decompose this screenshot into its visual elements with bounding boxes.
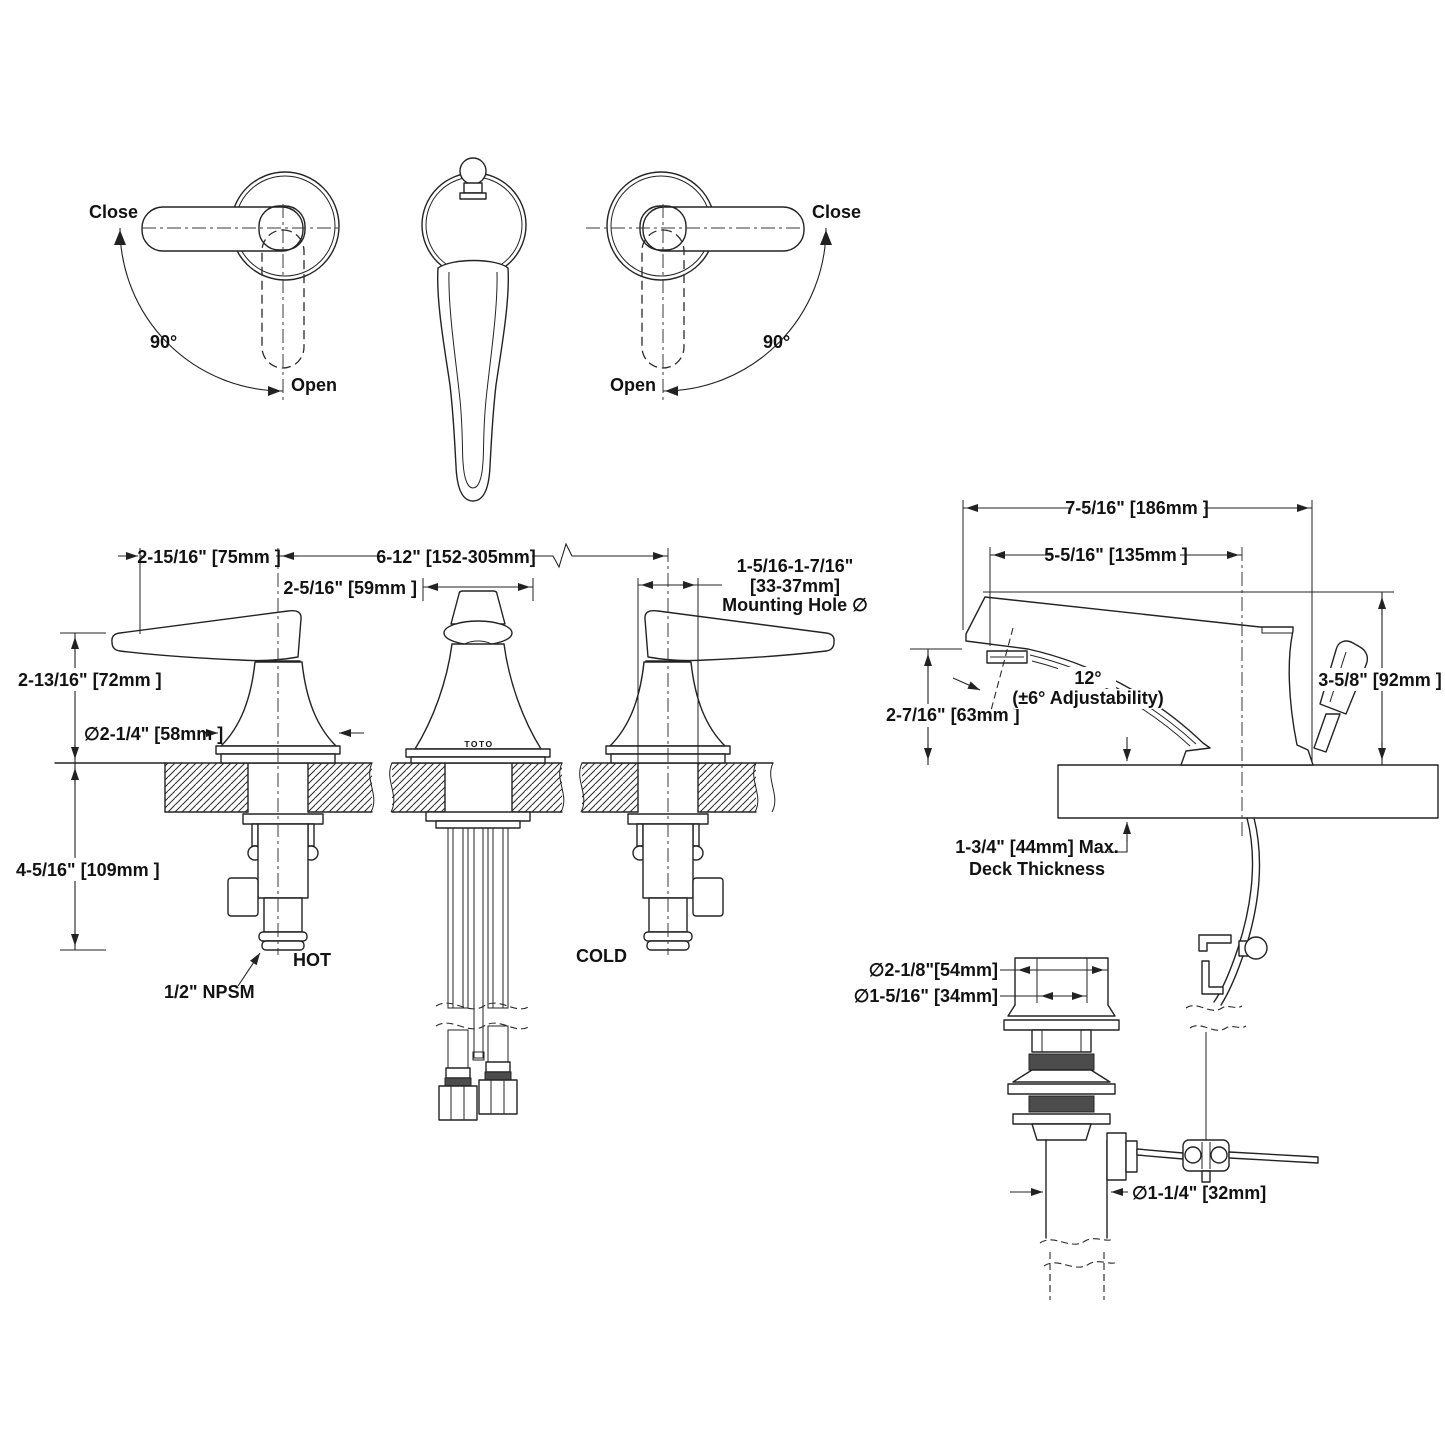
dim-flange-label: ∅2-1/8"[54mm] bbox=[869, 960, 998, 980]
right-handle-front bbox=[605, 609, 835, 764]
angle-label-right: 90° bbox=[763, 332, 790, 352]
cold-label: COLD bbox=[576, 946, 627, 966]
dim-overall-length-label: 7-5/16" [186mm ] bbox=[1065, 498, 1209, 518]
mounting-hole-label-3: Mounting Hole ∅ bbox=[722, 595, 868, 615]
mounting-hole-label-2: [33-37mm] bbox=[750, 576, 840, 596]
dim-base-diameter-label: ∅2-1/4" [58mm ] bbox=[84, 724, 223, 744]
handle-rotation-diagram-left: Close 90° Open bbox=[89, 171, 342, 400]
deck-thickness-label-1: 1-3/4" [44mm] Max. bbox=[955, 837, 1119, 857]
drain-assembly: ∅2-1/8"[54mm] ∅1-5/16" [34mm] ∅1-1/4" [3… bbox=[854, 957, 1319, 1300]
side-dimensions: 7-5/16" [186mm ] 5-5/16" [135mm ] 3-5/8"… bbox=[882, 497, 1442, 879]
cold-valve-assembly bbox=[627, 813, 724, 951]
deck-thickness-label-2: Deck Thickness bbox=[969, 859, 1105, 879]
hot-label: HOT bbox=[293, 950, 331, 970]
handle-rotation-diagram-right: Close 90° Open bbox=[586, 171, 861, 400]
dim-handle-offset-label: 2-15/16" [75mm ] bbox=[137, 547, 281, 567]
faucet-side-profile bbox=[965, 596, 1369, 766]
close-label-right: Close bbox=[812, 202, 861, 222]
dim-inner-label: ∅1-5/16" [34mm] bbox=[854, 986, 998, 1006]
close-label-left: Close bbox=[89, 202, 138, 222]
dim-below-deck-label: 4-5/16" [109mm ] bbox=[16, 860, 160, 880]
handle-top-view bbox=[421, 157, 527, 502]
spout-adjustability-label: (±6° Adjustability) bbox=[1012, 688, 1163, 708]
spout-supply-tubes bbox=[425, 811, 531, 1121]
countertop-cross-section bbox=[54, 762, 776, 813]
spout-front: TOTO bbox=[405, 590, 551, 764]
supply-thread-label: 1/2" NPSM bbox=[164, 982, 255, 1002]
dim-handle-height-label: 2-13/16" [72mm ] bbox=[18, 670, 162, 690]
dim-overall-height-label: 3-5/8" [92mm ] bbox=[1318, 670, 1442, 690]
side-deck bbox=[1057, 764, 1439, 819]
hot-valve-assembly bbox=[227, 813, 324, 951]
dim-spout-reach-label: 5-5/16" [135mm ] bbox=[1044, 545, 1188, 565]
angle-label-left: 90° bbox=[150, 332, 177, 352]
dim-spout-height-label: 2-7/16" [63mm ] bbox=[886, 705, 1020, 725]
brand-mark: TOTO bbox=[464, 739, 493, 749]
drain-dimensions: ∅2-1/8"[54mm] ∅1-5/16" [34mm] ∅1-1/4" [3… bbox=[854, 960, 1267, 1203]
dim-spout-width-label: 2-5/16" [59mm ] bbox=[283, 578, 417, 598]
front-dimensions: 2-15/16" [75mm ] 6-12" [152-305mm] 2-5/1… bbox=[12, 542, 868, 1002]
mounting-hole-label-1: 1-5/16-1-7/16" bbox=[737, 556, 854, 576]
spout-angle-label: 12° bbox=[1074, 668, 1101, 688]
side-view: 7-5/16" [186mm ] 5-5/16" [135mm ] 3-5/8"… bbox=[882, 497, 1442, 1140]
open-label-left: Open bbox=[291, 375, 337, 395]
pop-up-linkage bbox=[1185, 817, 1268, 1140]
front-installation-view: TOTO bbox=[12, 542, 868, 1121]
open-label-right: Open bbox=[610, 375, 656, 395]
dim-handle-spacing-label: 6-12" [152-305mm] bbox=[376, 547, 536, 567]
dim-tailpiece-label: ∅1-1/4" [32mm] bbox=[1132, 1183, 1266, 1203]
